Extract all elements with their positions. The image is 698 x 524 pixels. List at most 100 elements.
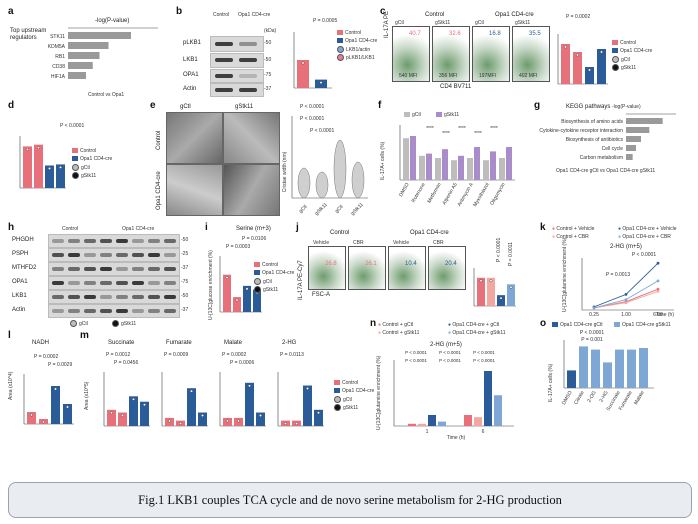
panel-o-legend-1: Opa1 CD4-cre gCtl (560, 322, 603, 328)
panel-k-legend-4: Opa1 CD4-cre + CBR (622, 234, 671, 240)
blot-actin (210, 83, 264, 97)
panel-b-lane-opa1: Opa1 CD4-cre (238, 12, 271, 18)
panel-a-bar-0 (68, 32, 131, 39)
panel-h-band-3-6 (148, 281, 160, 285)
panel-j-pt-0 (479, 279, 483, 283)
panel-j-value-0: 26.8 (325, 261, 337, 267)
panel-h-blot-4 (48, 290, 180, 304)
panel-f-bar-6-0 (499, 158, 505, 180)
panel-m-chart-2 (219, 372, 266, 427)
panel-d-legend-gstk: gStk11 (81, 172, 97, 179)
panel-d-pt-1 (37, 146, 40, 150)
panel-e-violin-3 (351, 161, 365, 199)
panel-j-ylabel: IL-17A PE-Cy7 (298, 260, 304, 300)
panel-f-cat-5: Myxothiazol (472, 182, 490, 208)
panel-i-pt-2 (245, 287, 249, 291)
panel-h-kda-3: -75 (181, 279, 189, 285)
panel-m-chart-0 (103, 372, 150, 427)
figure-caption: Fig.1 LKB1 couples TCA cycle and de novo… (8, 482, 692, 518)
panel-g-label: g (534, 100, 541, 111)
panel-b-legend-lkb1: LKB1/actin (346, 46, 371, 53)
panel-c-pt-2 (588, 68, 591, 72)
panel-f-bar-5-1 (490, 151, 496, 180)
panel-d-bar-1 (34, 144, 43, 188)
panel-c-group-opa1: Opa1 CD4-cre (495, 12, 534, 18)
panel-e-xcat-1: gStk11 (314, 202, 329, 217)
panel-b-pt-1 (319, 81, 323, 84)
panel-k-pt-3-0 (592, 306, 596, 310)
panel-m-legend-gctl: gCtl (343, 396, 352, 403)
panel-j-flow-0: Vehicle 26.8 (308, 240, 346, 290)
panel-b-label: b (176, 6, 183, 17)
panel-m-title-3: 2-HG (282, 340, 297, 346)
panel-i-ylabel: U-[13C]glucose enrichment (%) (208, 250, 214, 320)
panel-g-bar-1 (626, 127, 650, 133)
panel-m-0-bar-2 (129, 396, 138, 426)
panel-h-label: h (8, 222, 15, 233)
panel-i-legend-control: Control (262, 262, 279, 268)
panel-h-band-4-6 (148, 295, 160, 299)
panel-e-xcat-0: gCtl (298, 204, 309, 215)
panel-m-2-pt-2 (248, 384, 251, 388)
panel-d-label: d (8, 100, 15, 111)
panel-b-pval: P = 0.0005 (313, 18, 338, 24)
panel-j-group-opa1: Opa1 CD4-cre (410, 230, 449, 236)
panel-h-band-5-4 (116, 309, 128, 313)
panel-m-title-2: Malate (224, 340, 243, 346)
panel-c-sub-2: gCtl (475, 20, 484, 26)
panel-h-protein-5: Actin (12, 307, 26, 313)
em-control-gstk (223, 112, 280, 164)
panel-h-band-3-3 (100, 281, 112, 285)
panel-c-bar-3 (597, 49, 606, 84)
panel-i-bar-2 (243, 285, 251, 312)
panel-a-cat-4: HIF1A (51, 74, 66, 80)
panel-h-band-5-2 (84, 309, 96, 313)
panel-b-legend-control: Control (345, 30, 362, 36)
panel-l-label: l (8, 330, 11, 341)
panel-h-band-3-5 (132, 281, 144, 285)
panel-a-bar-4 (68, 72, 86, 79)
panel-n-label: n (370, 318, 377, 329)
panel-m-3-pt-1 (295, 422, 298, 425)
panel-l-bar-2 (51, 386, 60, 424)
panel-l-ylabel: Area (x10^4) (8, 371, 14, 400)
panel-l-bar-3 (63, 404, 72, 424)
panel-h-protein-0: PHGDH (12, 237, 34, 243)
panel-m-1-pt-3 (201, 414, 204, 417)
panel-l-pval-2: P = 0.0029 (48, 362, 73, 368)
panel-c-legend-opa1: Opa1 CD4-cre (620, 48, 653, 54)
panel-j-value-2: 10.4 (405, 261, 417, 267)
panel-b-chart (293, 32, 332, 89)
panel-l-title: NADH (32, 340, 50, 346)
panel-e-col-gstk: gStk11 (235, 104, 254, 110)
panel-o-cat-6: Malate (633, 390, 646, 406)
panel-f-bar-0-1 (410, 136, 416, 180)
panel-n-pval-3: P < 0.0001 (405, 358, 427, 363)
panel-f-bar-5-0 (483, 160, 489, 180)
panel-m-pval-0-1: P = 0.0456 (114, 360, 139, 366)
panel-h-band-1-2 (84, 253, 96, 257)
panel-h-band-0-7 (164, 239, 176, 243)
panel-f-label: f (378, 100, 382, 111)
panel-n-bar-1-2 (484, 371, 492, 426)
panel-h-band-1-3 (100, 253, 112, 257)
panel-c-group-control: Control (425, 12, 445, 18)
panel-j-label: j (296, 222, 299, 233)
panel-m-chart-3 (277, 372, 324, 427)
panel-f-cat-0: DMSO (398, 182, 411, 198)
panel-c-sub-1: gStk11 (435, 20, 451, 26)
panel-j-sub-0: Vehicle (313, 240, 330, 246)
panel-g-cat-0: Biosynthesis of amino acids (561, 119, 623, 125)
panel-n-bar-1-3 (494, 395, 502, 426)
panel-m-2-pt-1 (237, 419, 240, 423)
panel-i-pval1: P = 0.0106 (242, 236, 267, 242)
panel-h-protein-2: MTHFD2 (12, 265, 37, 271)
panel-f-bar-1-1 (426, 153, 432, 180)
panel-m-ylabel: Area (x10^5) (84, 381, 90, 410)
panel-i-legend-opa1: Opa1 CD4-cre (262, 270, 295, 276)
